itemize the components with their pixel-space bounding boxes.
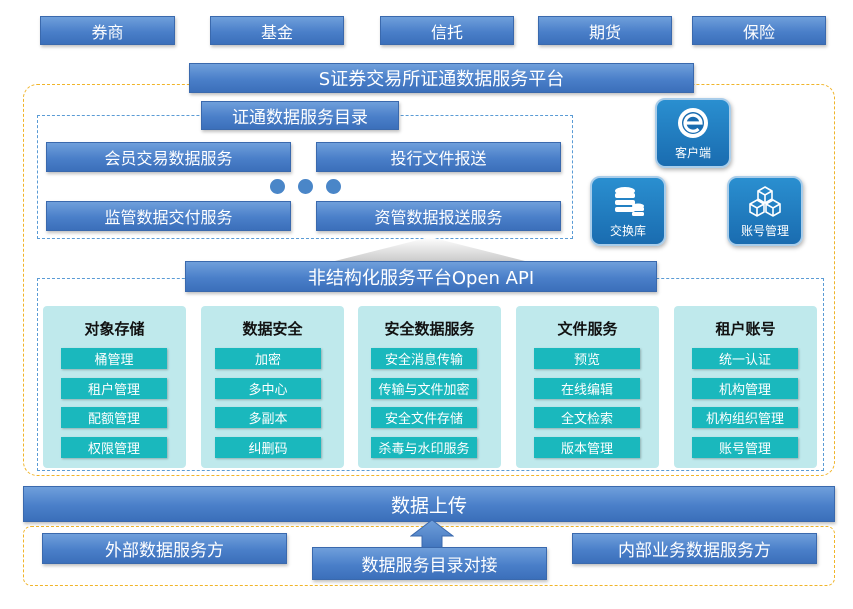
module-title: 文件服务	[557, 320, 618, 338]
catalog-title: 证通数据服务目录	[201, 101, 399, 130]
platform-title: S证券交易所证通数据服务平台	[189, 63, 694, 93]
chip-quota-mgmt: 配额管理	[61, 407, 167, 428]
module-title: 安全数据服务	[384, 320, 475, 338]
ellipsis-dot	[270, 179, 285, 194]
exchange-db-label: 交换库	[609, 223, 646, 238]
module-secure-data-service: 安全数据服务 安全消息传输 传输与文件加密 安全文件存储 杀毒与水印服务	[358, 306, 501, 468]
database-icon	[615, 186, 644, 216]
chip-tenant-mgmt: 租户管理	[61, 378, 167, 399]
account-mgmt-tile[interactable]: 账号管理	[727, 176, 803, 246]
chip-erasure-code: 纠删码	[215, 437, 321, 458]
chip-multi-replica: 多副本	[215, 407, 321, 428]
ellipsis-dot	[298, 179, 313, 194]
module-object-storage: 对象存储 桶管理 租户管理 配额管理 权限管理	[43, 306, 186, 468]
category-futures: 期货	[538, 16, 672, 45]
chip-org-mgmt: 机构管理	[692, 378, 798, 399]
chip-preview: 预览	[534, 348, 640, 369]
external-data-provider: 外部数据服务方	[42, 533, 287, 564]
client-label: 客户端	[674, 145, 711, 160]
category-trust: 信托	[380, 16, 514, 45]
exchange-db-tile[interactable]: 交换库	[590, 176, 666, 246]
catalog-integration: 数据服务目录对接	[312, 547, 547, 580]
chip-transfer-encryption: 传输与文件加密	[371, 378, 477, 399]
chip-org-structure-mgmt: 机构组织管理	[692, 407, 798, 428]
open-api-title: 非结构化服务平台Open API	[185, 261, 657, 292]
chip-account-mgmt: 账号管理	[692, 437, 798, 458]
chip-multi-center: 多中心	[215, 378, 321, 399]
chip-fulltext-search: 全文检索	[534, 407, 640, 428]
chip-permission-mgmt: 权限管理	[61, 437, 167, 458]
account-mgmt-label: 账号管理	[740, 223, 789, 238]
module-title: 数据安全	[242, 320, 303, 338]
ellipsis-dot	[326, 179, 341, 194]
chip-version-mgmt: 版本管理	[534, 437, 640, 458]
service-regulatory-delivery: 监管数据交付服务	[46, 201, 291, 231]
category-funds: 基金	[210, 16, 344, 45]
chip-antivirus-watermark: 杀毒与水印服务	[371, 437, 477, 458]
internal-data-provider: 内部业务数据服务方	[572, 533, 817, 564]
module-title: 租户账号	[715, 320, 776, 338]
service-asset-mgmt-report: 资管数据报送服务	[316, 201, 561, 231]
service-member-trading: 会员交易数据服务	[46, 142, 291, 172]
chip-unified-auth: 统一认证	[692, 348, 798, 369]
category-securities: 券商	[40, 16, 175, 45]
chip-secure-storage: 安全文件存储	[371, 407, 477, 428]
module-data-security: 数据安全 加密 多中心 多副本 纠删码	[201, 306, 344, 468]
up-arrow-shape	[331, 237, 529, 262]
chip-online-edit: 在线编辑	[534, 378, 640, 399]
chip-bucket-mgmt: 桶管理	[61, 348, 167, 369]
chip-secure-messaging: 安全消息传输	[371, 348, 477, 369]
ie-browser-icon	[678, 107, 708, 138]
upload-arrow-icon	[410, 519, 454, 553]
module-file-service: 文件服务 预览 在线编辑 全文检索 版本管理	[516, 306, 659, 468]
module-title: 对象存储	[84, 320, 145, 338]
service-ibank-filing: 投行文件报送	[316, 142, 561, 172]
category-insurance: 保险	[692, 16, 826, 45]
cubes-icon	[749, 185, 781, 217]
client-tile[interactable]: 客户端	[655, 98, 731, 168]
module-tenant-account: 租户账号 统一认证 机构管理 机构组织管理 账号管理	[674, 306, 817, 468]
data-upload-bar: 数据上传	[23, 486, 835, 522]
chip-encryption: 加密	[215, 348, 321, 369]
